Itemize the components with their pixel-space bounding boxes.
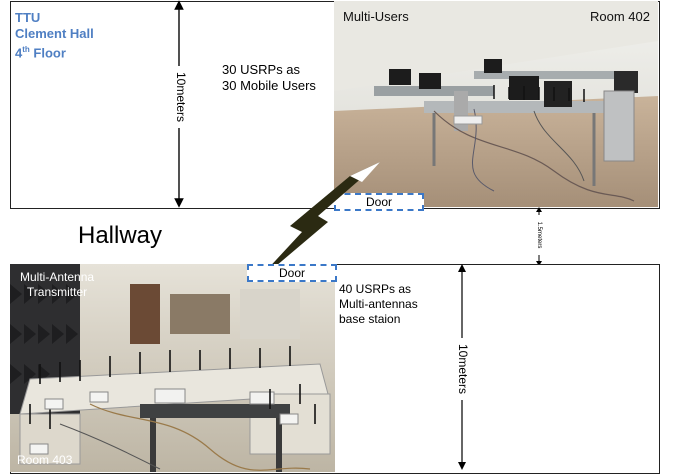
room-403-door: Door <box>247 264 337 282</box>
building-floor: 4th Floor <box>15 42 94 61</box>
transmitter-label-line1: Multi-Antenna <box>20 270 95 284</box>
room-403-photo-image <box>10 264 335 472</box>
room-402-photo <box>334 1 658 207</box>
building-line2: Clement Hall <box>15 26 94 41</box>
bottom-dimension-label: 10meters <box>456 338 470 400</box>
room-403-label: Room 403 <box>17 453 73 467</box>
building-label: TTU Clement Hall 4th Floor <box>15 10 94 61</box>
bs-desc-line2: Multi-antennas <box>339 297 418 311</box>
bs-desc-line3: base staion <box>339 312 401 326</box>
wireless-link-bolt-icon <box>250 162 380 288</box>
floor-superscript: th <box>22 45 30 54</box>
floor-number: 4 <box>15 45 23 61</box>
room-402-label: Room 402 <box>590 9 650 24</box>
floor-word: Floor <box>33 45 66 61</box>
users-description: 30 USRPs as 30 Mobile Users <box>222 62 316 94</box>
room-402-photo-image <box>334 1 658 207</box>
gap-dimension-label: 1.5meters <box>536 215 542 255</box>
building-line1: TTU <box>15 10 41 25</box>
bs-desc-line1: 40 USRPs as <box>339 282 412 296</box>
multi-users-label: Multi-Users <box>343 9 409 24</box>
transmitter-label: Multi-Antenna Transmitter <box>20 270 94 300</box>
base-station-description: 40 USRPs as Multi-antennas base staion <box>339 282 418 327</box>
top-dimension-label: 10meters <box>174 66 188 128</box>
room-403-photo <box>10 264 335 472</box>
hallway-label: Hallway <box>78 222 163 249</box>
transmitter-label-line2: Transmitter <box>26 285 88 299</box>
room-402-door: Door <box>334 193 424 211</box>
users-desc-line2: 30 Mobile Users <box>222 78 316 93</box>
users-desc-line1: 30 USRPs as <box>222 62 301 77</box>
